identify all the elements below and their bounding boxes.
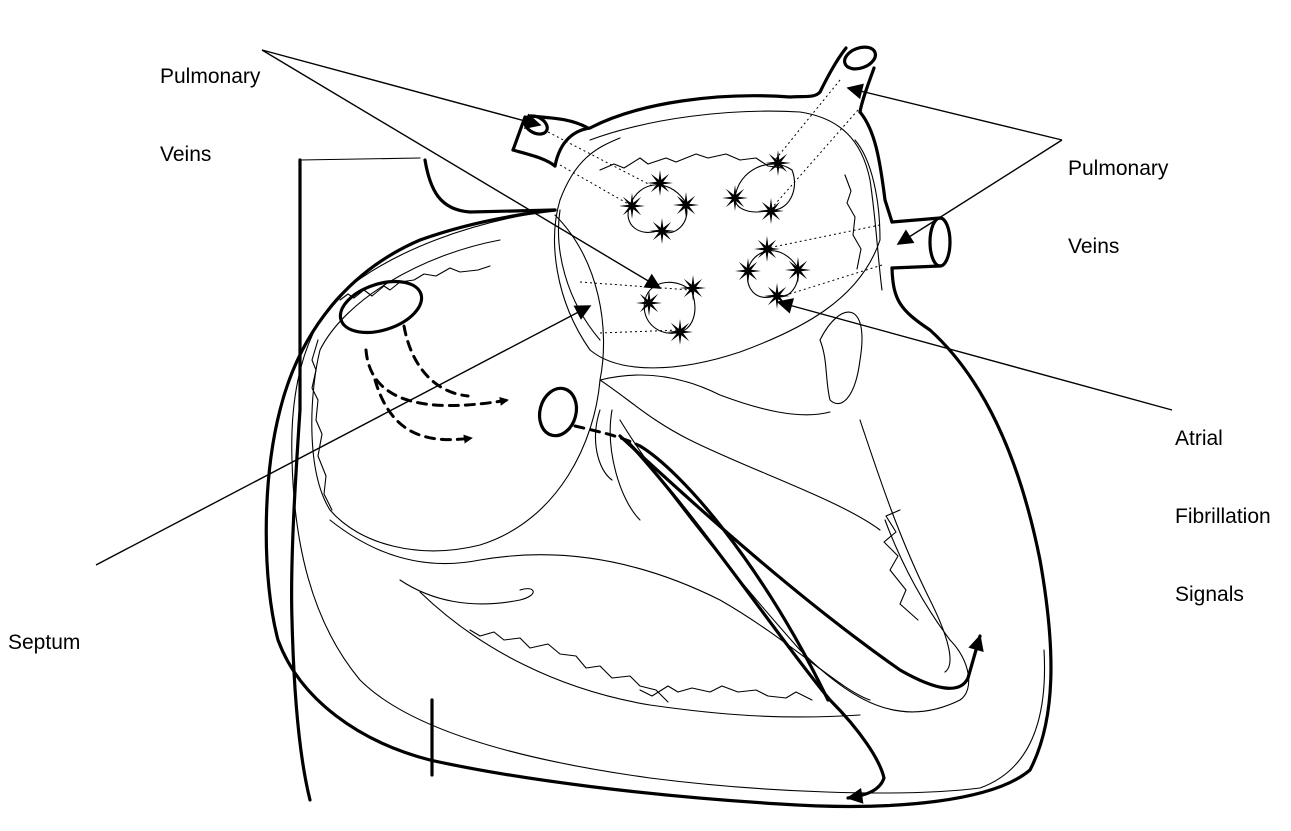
burst-star-icon xyxy=(647,170,673,196)
burst-star-icon xyxy=(619,193,645,219)
nodes xyxy=(334,272,582,440)
burst-star-icon xyxy=(758,198,784,224)
burst-star-icon xyxy=(735,258,761,284)
label-line: Atrial xyxy=(1175,426,1271,452)
label-line: Veins xyxy=(1068,234,1168,260)
label-septum: Septum xyxy=(8,578,80,682)
burst-star-icon xyxy=(754,236,780,262)
leader-septum xyxy=(96,306,590,565)
label-line: Fibrillation xyxy=(1175,504,1271,530)
trabeculae xyxy=(312,154,918,702)
burst-stars xyxy=(619,150,811,345)
pulmonary-vein-tubes xyxy=(513,43,950,268)
burst-star-icon xyxy=(722,185,748,211)
burst-star-icon xyxy=(785,257,811,283)
burst-star-icon xyxy=(764,283,790,309)
burst-star-icon xyxy=(765,150,791,176)
burst-star-icon xyxy=(649,218,675,244)
burst-star-icon xyxy=(667,319,693,345)
label-line: Pulmonary xyxy=(160,64,260,90)
label-line: Veins xyxy=(160,142,260,168)
leader-pv-left-to-tube xyxy=(262,50,540,125)
sa-node xyxy=(334,272,428,342)
burst-star-icon xyxy=(636,290,662,316)
label-line: Signals xyxy=(1175,582,1271,608)
label-line: Septum xyxy=(8,630,80,656)
leader-pv-right-to-side xyxy=(898,140,1062,244)
label-atrial-fibrillation-signals: Atrial Fibrillation Signals xyxy=(1175,374,1271,634)
av-node xyxy=(534,384,581,440)
label-pulmonary-veins-top-left: Pulmonary Veins xyxy=(160,12,260,194)
leader-pv-right-to-top xyxy=(848,88,1062,140)
label-line: Pulmonary xyxy=(1068,156,1168,182)
leader-pv-left-to-cluster xyxy=(262,50,660,288)
burst-star-icon xyxy=(680,275,706,301)
body-outline xyxy=(292,158,432,800)
leader-af xyxy=(778,302,1172,410)
label-pulmonary-veins-right: Pulmonary Veins xyxy=(1068,104,1168,286)
inner-walls xyxy=(292,111,1045,793)
burst-star-icon xyxy=(673,192,699,218)
ventricle-conduction xyxy=(620,436,980,798)
